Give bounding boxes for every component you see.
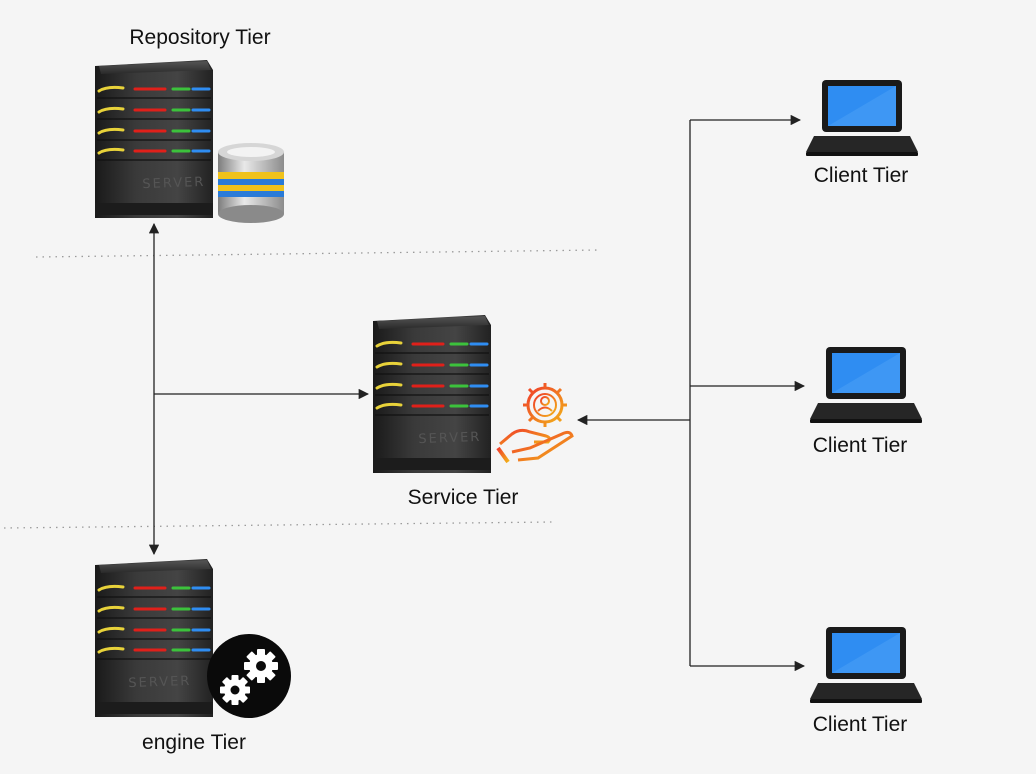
tier-separator-top	[35, 249, 601, 258]
repository-tier-label: Repository Tier	[129, 26, 271, 49]
engine-tier-label: engine Tier	[142, 731, 246, 754]
server-icon	[93, 557, 215, 719]
client-tier-label-3: Client Tier	[812, 713, 908, 736]
client-laptop-1	[806, 80, 918, 156]
service-tier-node: SERVER	[371, 313, 574, 475]
server-icon	[371, 313, 493, 475]
client-tier-label-2: Client Tier	[812, 434, 908, 457]
server-icon	[93, 58, 215, 220]
repository-tier-node: SERVER	[93, 58, 284, 223]
client-laptop-3	[810, 627, 922, 703]
client-laptop-2	[810, 347, 922, 423]
client-tier-label-1: Client Tier	[813, 164, 909, 187]
engine-tier-node: SERVER	[93, 557, 291, 719]
server-caption: SERVER	[142, 175, 205, 192]
gears-icon	[207, 634, 291, 718]
server-caption: SERVER	[418, 430, 481, 447]
connectors	[148, 114, 806, 672]
server-caption: SERVER	[128, 674, 191, 691]
database-icon	[218, 143, 284, 223]
service-hand-gear-icon	[496, 383, 574, 464]
service-tier-label: Service Tier	[407, 486, 519, 509]
tier-separator-bottom	[3, 521, 553, 529]
